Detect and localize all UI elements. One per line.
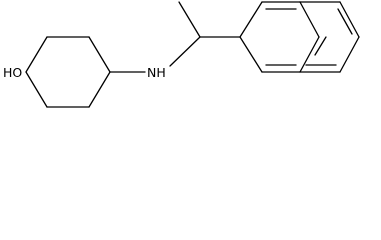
n-c-bond	[169, 36, 201, 67]
ring-bond	[88, 36, 111, 73]
ring-bond	[25, 71, 48, 108]
bonds	[25, 1, 360, 108]
naph-bond	[339, 1, 360, 38]
molecule-structure: HO NH	[3, 1, 360, 108]
naph-double-bond	[337, 8, 353, 35]
methyl-bond	[178, 1, 201, 38]
amine-label: NH	[147, 65, 166, 80]
hydroxyl-label: HO	[3, 65, 22, 80]
naph-bond	[339, 36, 360, 73]
naph-bond	[239, 36, 263, 73]
naph-bond	[239, 1, 263, 38]
naph-bond	[299, 1, 320, 38]
structure-canvas: HO NH	[0, 0, 381, 111]
naph-double-bond	[314, 36, 327, 56]
naph-bond	[299, 36, 320, 73]
ring-bond	[88, 71, 111, 108]
ring-bond	[25, 36, 48, 73]
